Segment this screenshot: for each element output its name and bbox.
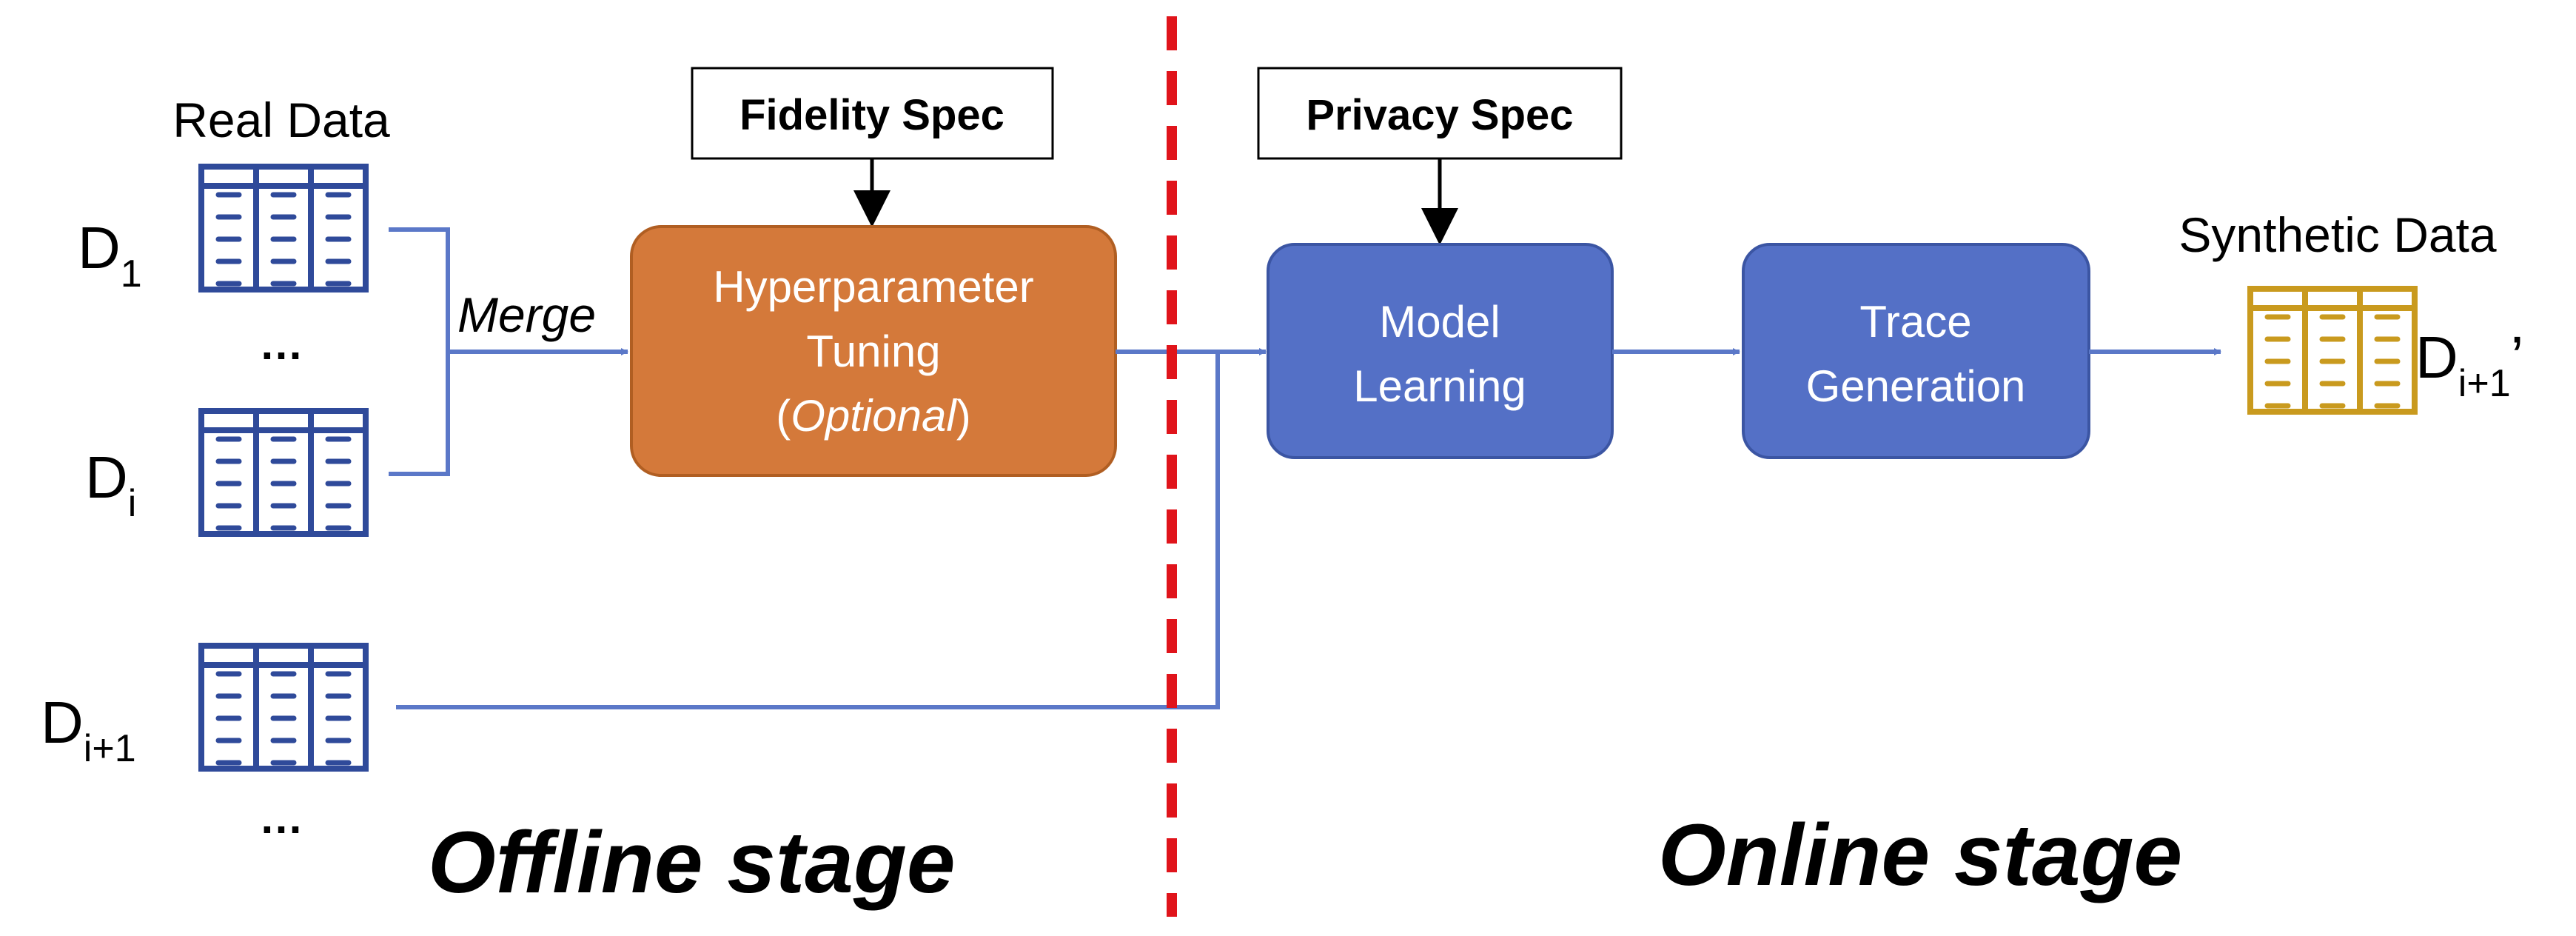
dataset-label-d1: D1 bbox=[78, 215, 142, 295]
dataset-label-di: Di bbox=[85, 444, 136, 525]
table-icon-synthetic bbox=[2247, 286, 2418, 415]
fidelity-spec-box bbox=[691, 67, 1054, 160]
real-data-label: Real Data bbox=[172, 93, 390, 147]
ellipsis-bottom: … bbox=[259, 793, 303, 843]
privacy-spec-label: Privacy Spec bbox=[1306, 91, 1573, 139]
table-icon-di1 bbox=[198, 643, 369, 772]
online-stage-label: Online stage bbox=[1658, 806, 2182, 904]
synthetic-data-label: Synthetic Data bbox=[2178, 207, 2497, 262]
trace-generation-line2: Generation bbox=[1806, 361, 2026, 411]
model-learning-line1: Model bbox=[1379, 297, 1500, 347]
merge-label: Merge bbox=[457, 287, 596, 342]
trace-generation-line1: Trace bbox=[1859, 297, 1971, 347]
hyperparameter-line1: Hyperparameter bbox=[713, 262, 1034, 312]
model-learning-box bbox=[1267, 243, 1614, 459]
fidelity-spec-label: Fidelity Spec bbox=[739, 91, 1004, 139]
hyperparameter-line3: (Optional) bbox=[776, 391, 970, 441]
merge-bracket bbox=[389, 227, 450, 476]
dataset-label-di1: Di+1 bbox=[41, 689, 136, 770]
trace-generation-box bbox=[1742, 243, 2090, 459]
table-icon-di bbox=[198, 408, 369, 537]
dataset-label-synthetic: Di+1’ bbox=[2415, 324, 2523, 405]
model-learning-line2: Learning bbox=[1353, 361, 1526, 411]
offline-stage-label: Offline stage bbox=[428, 814, 956, 912]
ellipsis-top: … bbox=[259, 319, 303, 369]
table-icon-d1 bbox=[198, 164, 369, 292]
hyperparameter-line2: Tuning bbox=[806, 327, 940, 376]
di1-connector bbox=[396, 352, 1220, 709]
privacy-spec-box bbox=[1257, 67, 1623, 160]
